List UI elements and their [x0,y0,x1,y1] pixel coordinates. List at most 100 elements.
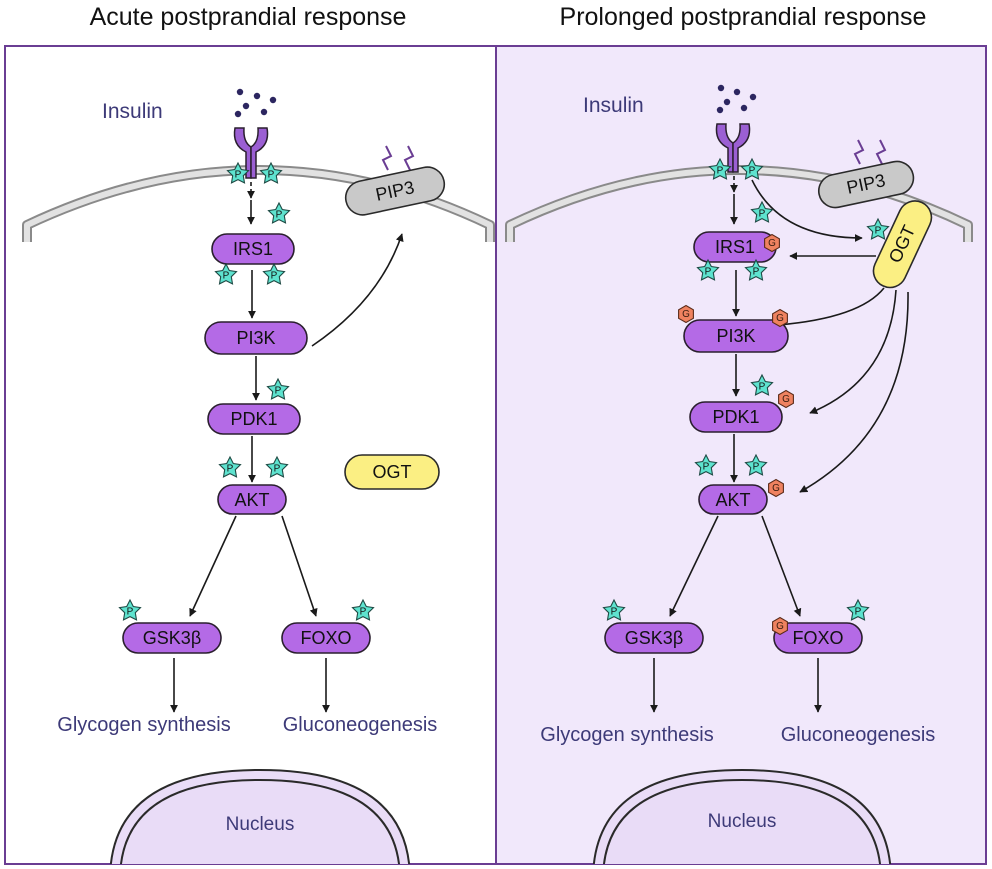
panel-title-acute: Acute postprandial response [89,3,407,31]
phospho-label: P [235,170,242,181]
nucleus-label: Nucleus [226,814,295,835]
nucleus [109,768,411,864]
protein-irs1: IRS1 [693,231,777,263]
glcnac-label: G [768,238,776,249]
glcnac-label: G [782,394,790,405]
panel-prolonged: Insulin PIP3 [505,84,973,864]
phospho-label: P [759,382,766,393]
protein-pdk1: PDK1 [689,401,783,433]
phospho-label: P [268,170,275,181]
protein-gsk3b: GSK3β [604,622,704,654]
panel-acute: Insulin PIP3 OGT [22,88,495,864]
output-glycogen-synthesis: Glycogen synthesis [57,714,230,736]
phospho-label: P [227,464,234,475]
panel-title-prolonged: Prolonged postprandial response [559,3,927,31]
insulin-receptor-icon [715,123,751,173]
phospho-star-icon: P [740,157,764,180]
protein-akt: AKT [698,484,768,515]
phospho-star-icon: P [259,161,283,184]
protein-akt: AKT [217,484,287,515]
phospho-star-icon: P [218,455,242,478]
nucleus-label: Nucleus [708,811,777,832]
glcnac-label: G [776,621,784,632]
phospho-star-icon: P [265,455,289,478]
pdk1-label: PDK1 [712,407,759,427]
phospho-label: P [274,464,281,475]
glcnac-hexagon-icon: G [778,389,794,409]
phospho-label: P [759,209,766,220]
protein-foxo: FOXO [773,622,863,654]
phospho-star-icon: P [846,598,870,621]
glcnac-label: G [682,309,690,320]
ogt-label: OGT [373,462,412,482]
phospho-star-icon: P [750,373,774,396]
glcnac-hexagon-icon: G [772,308,788,328]
phospho-star-icon: P [708,157,732,180]
phospho-star-icon: P [696,258,720,281]
signal-arrows [650,176,909,713]
output-gluconeogenesis: Gluconeogenesis [781,724,936,746]
insulin-molecule-icon [234,88,277,118]
irs1-label: IRS1 [715,237,755,257]
phospho-star-icon: P [214,262,238,285]
protein-pi3k: PI3K [204,321,308,355]
phospho-label: P [275,386,282,397]
phospho-label: P [360,607,367,618]
phospho-star-icon: P [694,453,718,476]
lipid-tail-icon [853,139,887,165]
insulin-receptor-icon [233,127,269,179]
foxo-label: FOXO [792,628,843,648]
phospho-label: P [855,607,862,618]
insulin-label: Insulin [102,100,163,123]
ogt-node: OGT [344,454,440,490]
phospho-star-icon: P [262,262,286,285]
signal-arrows [170,182,404,713]
protein-pi3k: PI3K [683,319,789,353]
phospho-star-icon: P [266,377,290,400]
insulin-molecule-icon [716,84,757,114]
output-gluconeogenesis: Gluconeogenesis [283,714,438,736]
phospho-star-icon: P [744,258,768,281]
phospho-star-icon: P [118,598,142,621]
output-glycogen-synthesis: Glycogen synthesis [540,724,713,746]
akt-label: AKT [234,490,269,510]
phospho-label: P [753,462,760,473]
glcnac-hexagon-icon: G [678,304,694,324]
protein-gsk3b: GSK3β [122,622,222,654]
phospho-label: P [703,462,710,473]
phospho-label: P [717,166,724,177]
gsk3b-label: GSK3β [625,628,683,648]
ogt-node: OGT [872,200,933,289]
akt-label: AKT [715,490,750,510]
protein-foxo: FOXO [281,622,371,654]
pdk1-label: PDK1 [230,409,277,429]
insulin-label: Insulin [583,94,644,117]
glcnac-label: G [776,313,784,324]
phospho-star-icon: P [351,598,375,621]
phospho-star-icon: P [866,217,890,240]
irs1-label: IRS1 [233,239,273,259]
phospho-label: P [705,267,712,278]
phospho-star-icon: P [226,161,250,184]
pi3k-label: PI3K [716,326,755,346]
glcnac-hexagon-icon: G [768,478,784,498]
glcnac-hexagon-icon: G [772,616,788,636]
protein-pdk1: PDK1 [207,403,301,435]
foxo-label: FOXO [300,628,351,648]
gsk3b-label: GSK3β [143,628,201,648]
phospho-star-icon: P [602,598,626,621]
phospho-star-icon: P [267,201,291,224]
pip3-node: PIP3 [817,160,915,209]
phospho-label: P [223,271,230,282]
nucleus [592,768,892,864]
phospho-label: P [127,607,134,618]
phospho-label: P [753,267,760,278]
lipid-tail-icon [381,145,415,171]
phospho-label: P [611,607,618,618]
phospho-star-icon: P [744,453,768,476]
phospho-label: P [271,271,278,282]
phospho-label: P [749,166,756,177]
glcnac-hexagon-icon: G [764,233,780,253]
phospho-label: P [875,226,882,237]
